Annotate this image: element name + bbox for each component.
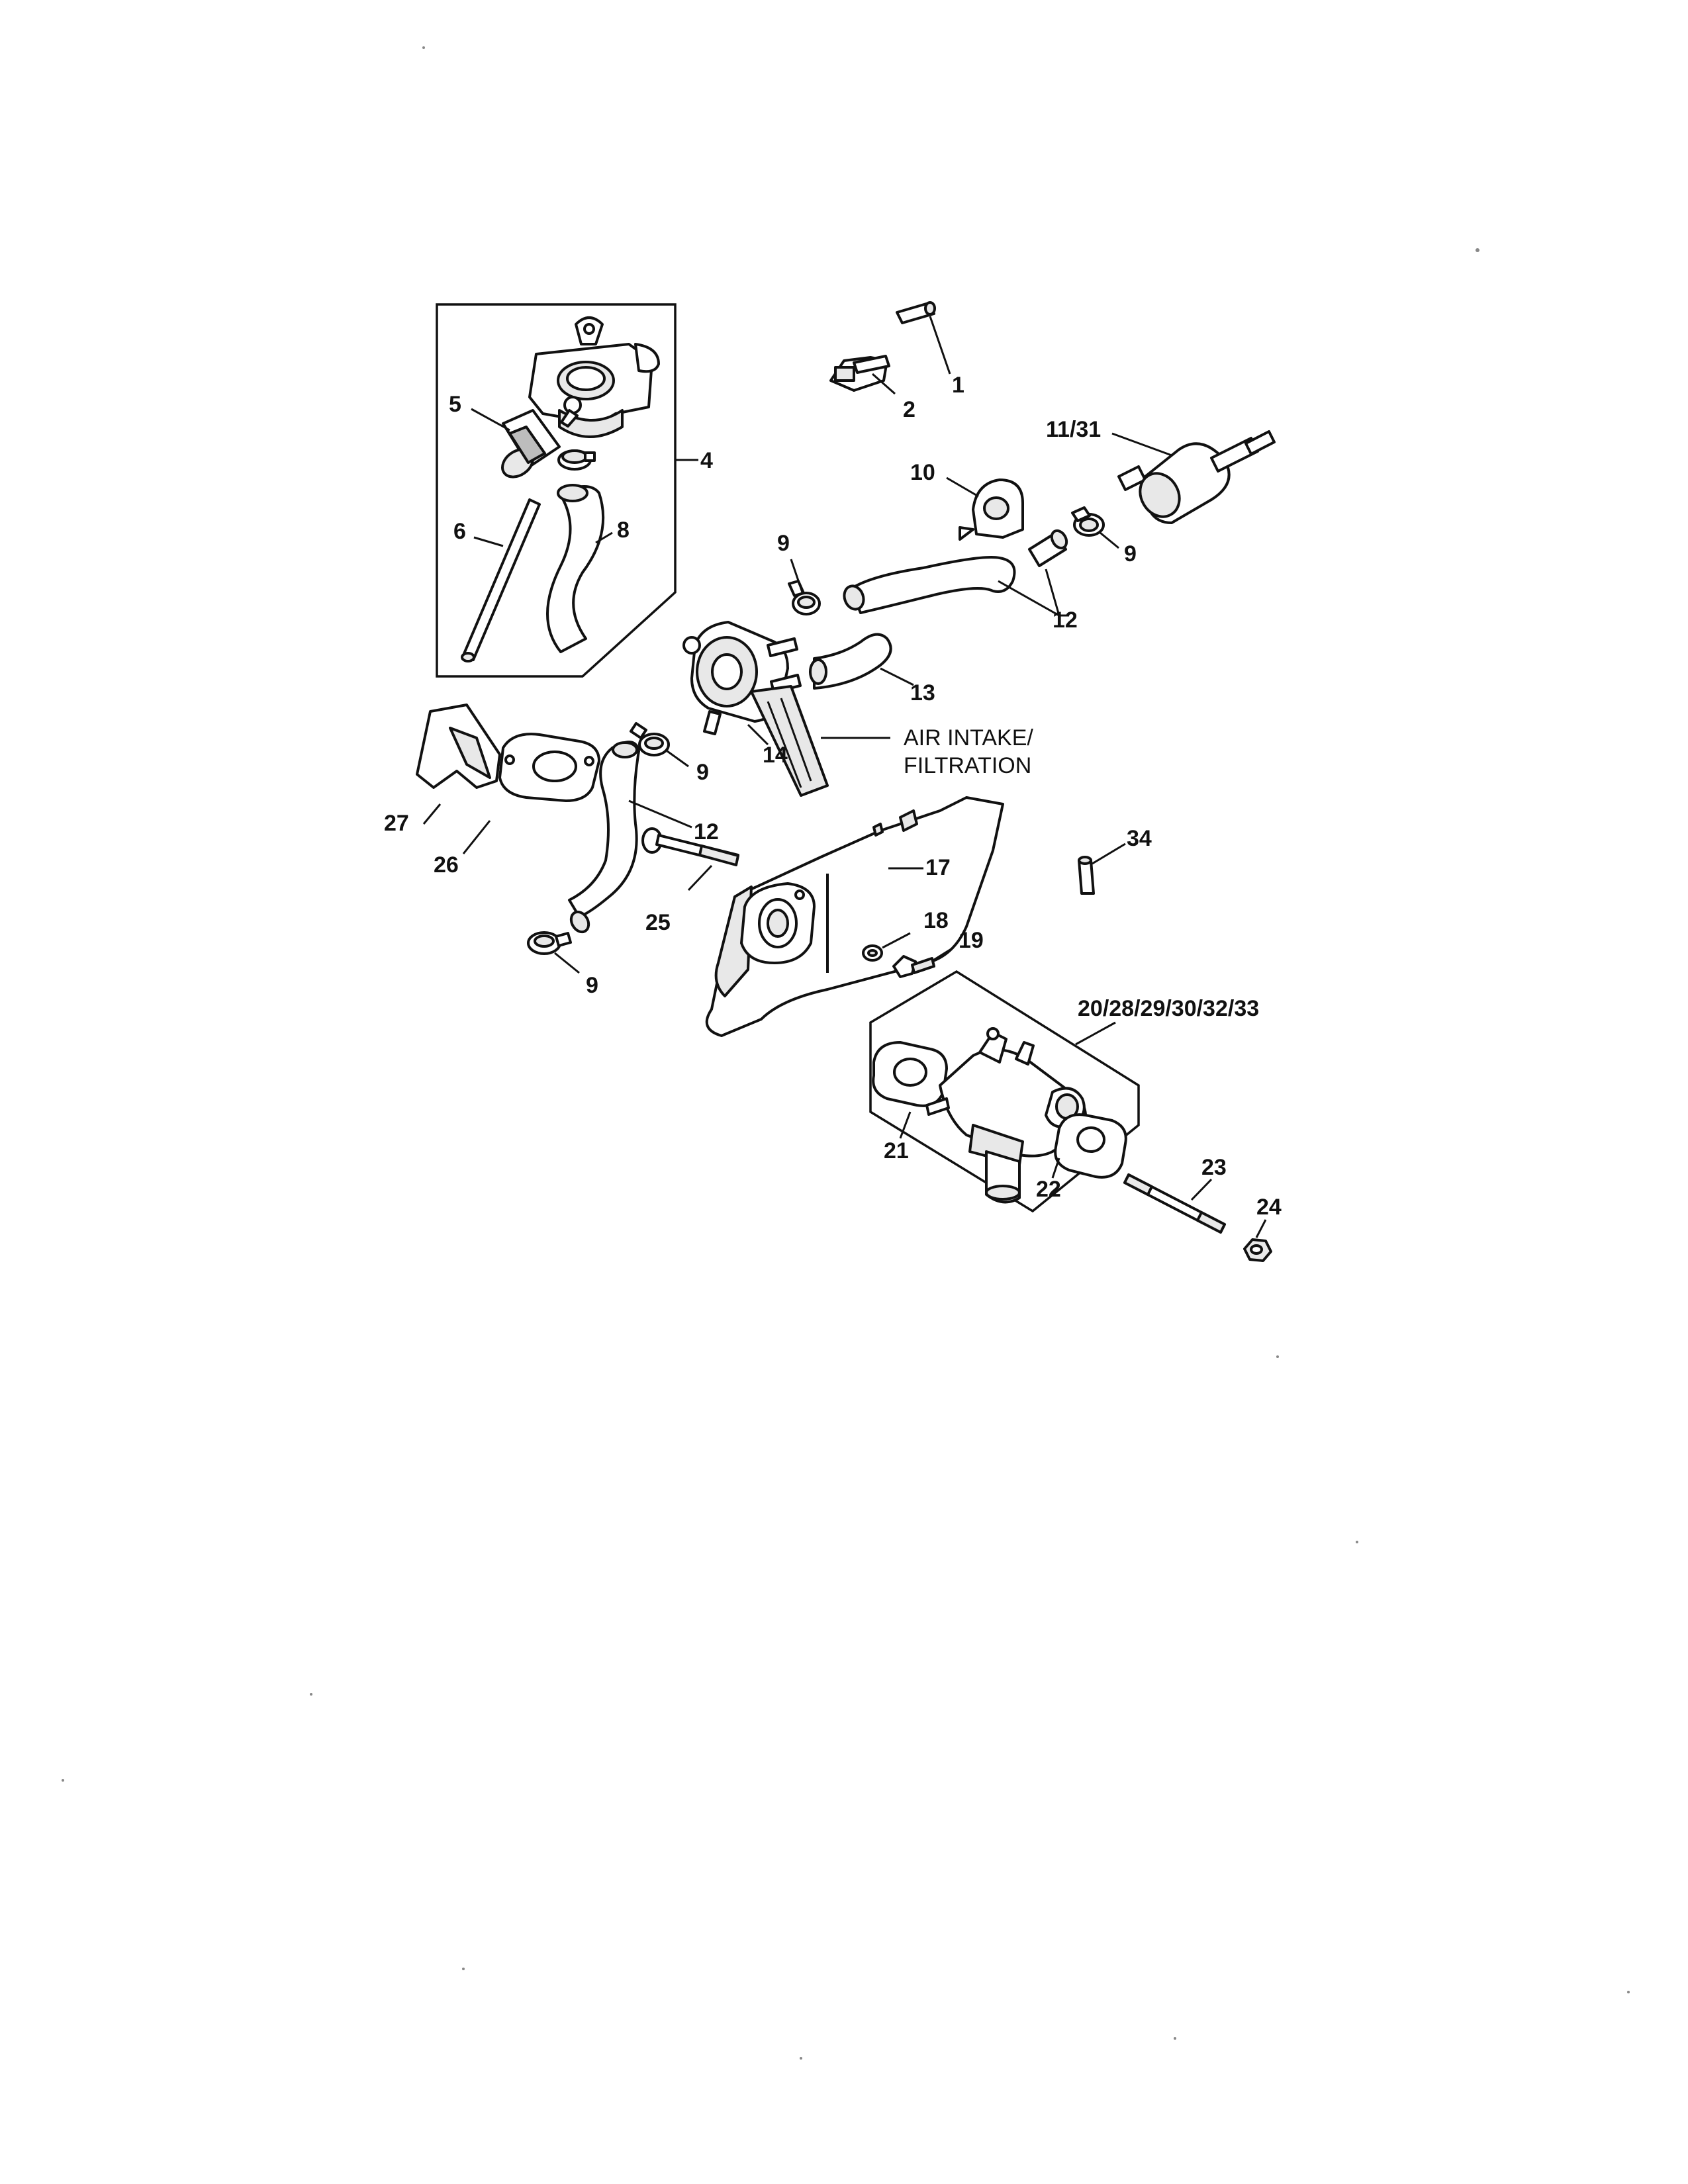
pin-1-illustration (896, 301, 936, 324)
bolt-25-illustration (641, 827, 739, 866)
carburetor-kit-box (869, 970, 1140, 1213)
hose-6-illustration (461, 498, 541, 662)
leader-18 (882, 932, 911, 949)
scan-dot (1356, 1541, 1358, 1543)
callout-4: 4 (700, 448, 713, 473)
leader-13 (880, 667, 914, 686)
bracket-27-illustration (416, 704, 501, 789)
leader-6 (473, 536, 504, 547)
callout-1: 1 (952, 373, 964, 398)
scan-dot (462, 1968, 465, 1970)
callout-25: 25 (645, 910, 671, 935)
stud-23-illustration (1123, 1173, 1226, 1234)
fuel-pump-kit-box (436, 303, 677, 678)
hose-8-illustration (546, 484, 605, 653)
leader-23 (1190, 1178, 1213, 1201)
inline-filter-11-illustration (1117, 430, 1276, 524)
leader-19 (931, 946, 954, 962)
scan-dot (1627, 1991, 1630, 1993)
callout-14: 14 (763, 743, 788, 768)
air-intake-note-line2: FILTRATION (904, 753, 1031, 778)
clamp-9-middle-illustration (630, 722, 670, 756)
leader-25 (687, 864, 713, 891)
leader-24 (1255, 1219, 1267, 1238)
clamp-illustration (557, 449, 596, 471)
clip-10-illustration (959, 478, 1024, 541)
leader-27 (422, 803, 442, 825)
leader-8 (595, 531, 613, 544)
leader-1 (929, 316, 951, 375)
leader-9-bottom (554, 952, 580, 974)
callout-6: 6 (453, 519, 466, 544)
washer-18-illustration (862, 944, 883, 962)
callout-9-bottom: 9 (586, 973, 598, 998)
callout-19: 19 (959, 928, 984, 953)
air-intake-note-line1: AIR INTAKE/ (904, 725, 1033, 751)
gasket-26-illustration (498, 733, 600, 802)
callout-12-lower: 12 (694, 819, 719, 844)
callout-10: 10 (910, 460, 935, 485)
leader-11 (1111, 432, 1172, 457)
callout-23: 23 (1201, 1155, 1227, 1180)
clamp-9-bottom-illustration (527, 931, 572, 955)
gasket-22-illustration (1054, 1113, 1127, 1179)
leader-14 (747, 723, 769, 746)
scan-dot (310, 1693, 312, 1696)
leader-2 (872, 373, 896, 395)
scan-dot (800, 2057, 802, 2060)
hose-12-top-illustration (843, 529, 1068, 614)
gasket-21-illustration (872, 1041, 948, 1107)
scan-dot (1476, 248, 1479, 252)
leader-9-middle (667, 750, 689, 768)
fuel-pump-illustration (528, 316, 660, 438)
callout-20-28-29-30-32-33: 20/28/29/30/32/33 (1078, 996, 1259, 1021)
pin-34-illustration (1078, 856, 1095, 895)
carburetor-illustration (925, 1027, 1087, 1204)
screw-19-illustration (892, 955, 935, 978)
clamp-9-top-right-illustration (1071, 506, 1105, 537)
callout-13: 13 (910, 680, 935, 705)
callout-22: 22 (1036, 1177, 1061, 1202)
callout-5: 5 (449, 392, 461, 417)
air-shroud-17-illustration (705, 796, 1004, 1037)
leader-22 (1051, 1158, 1060, 1179)
callout-9-upper: 9 (777, 531, 790, 556)
leader-26 (462, 820, 491, 854)
callout-18: 18 (923, 908, 949, 933)
scan-dot (1174, 2037, 1176, 2040)
hose-12-lower-illustration (568, 741, 640, 934)
callout-21: 21 (884, 1138, 909, 1163)
callout-9-middle: 9 (696, 760, 709, 785)
leader-9-right (1100, 531, 1119, 549)
callout-24: 24 (1256, 1195, 1282, 1220)
hose-13-illustration (809, 633, 892, 690)
callout-34: 34 (1127, 826, 1152, 851)
leader-20-group (1075, 1021, 1116, 1046)
callout-26: 26 (434, 852, 459, 878)
callout-9-right: 9 (1124, 541, 1137, 567)
fitting-2-illustration (829, 355, 890, 392)
callout-12-top: 12 (1053, 608, 1078, 633)
fuel-pump-14-illustration (682, 621, 829, 797)
callout-8: 8 (617, 518, 630, 543)
clamp-9-upper-illustration (788, 580, 821, 615)
callout-17: 17 (925, 855, 951, 880)
callout-11-31: 11/31 (1046, 417, 1101, 442)
leader-21 (899, 1111, 912, 1139)
scan-dot (422, 46, 425, 49)
scan-dot (1276, 1355, 1279, 1358)
nut-24-illustration (1243, 1238, 1272, 1262)
leader-9-upper (790, 559, 804, 593)
leader-34 (1092, 842, 1126, 865)
fuel-filter-5-illustration (501, 409, 561, 478)
callout-27: 27 (384, 811, 409, 836)
leader-12-lower (628, 799, 692, 829)
callout-2: 2 (903, 397, 915, 422)
scan-dot (62, 1779, 64, 1782)
leader-5 (471, 408, 510, 432)
leader-10 (946, 477, 979, 498)
